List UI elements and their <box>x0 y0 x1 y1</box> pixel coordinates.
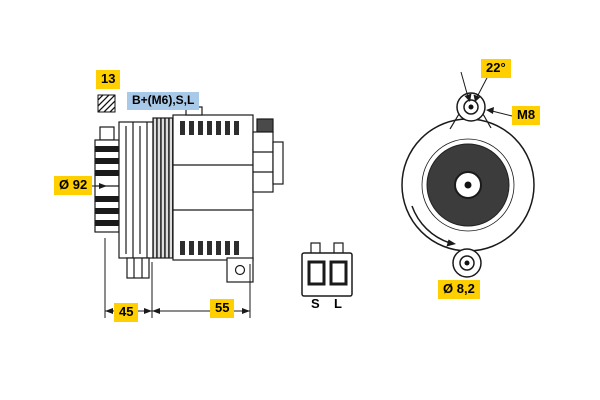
connector-detail <box>301 242 353 297</box>
hub-center-dot <box>464 181 472 189</box>
label-terminals: B+(M6),S,L <box>127 92 200 110</box>
label-dim-45: 45 <box>114 303 139 322</box>
side-view <box>94 106 284 283</box>
hatch-swatch <box>97 94 116 113</box>
stator <box>152 117 174 259</box>
front-bracket <box>118 121 154 259</box>
label-key-13: 13 <box>96 70 121 89</box>
pulley-grooves <box>95 146 119 226</box>
label-connector-l: L <box>334 296 342 311</box>
pulley <box>94 126 120 233</box>
label-thread-m8: M8 <box>512 106 541 125</box>
angle-dimension <box>460 71 490 102</box>
label-connector-s: S <box>311 296 320 311</box>
label-angle-22: 22° <box>481 59 511 78</box>
rotation-arrow <box>411 205 456 247</box>
m8-leader <box>486 107 513 117</box>
mounting-feet <box>126 257 254 283</box>
rear-bracket <box>172 106 254 261</box>
label-hole-diameter: Ø 8,2 <box>438 280 480 299</box>
top-mounting-ear <box>449 92 492 130</box>
bottom-mounting-ear <box>452 248 482 278</box>
vent-slots <box>180 121 239 255</box>
terminal-s-slot <box>307 260 326 286</box>
label-dim-55: 55 <box>210 299 235 318</box>
terminal-block <box>252 118 284 193</box>
terminal-l-slot <box>329 260 348 286</box>
front-view <box>401 71 535 278</box>
mid-ring <box>421 138 515 232</box>
label-pulley-diameter: Ø 92 <box>54 176 93 195</box>
